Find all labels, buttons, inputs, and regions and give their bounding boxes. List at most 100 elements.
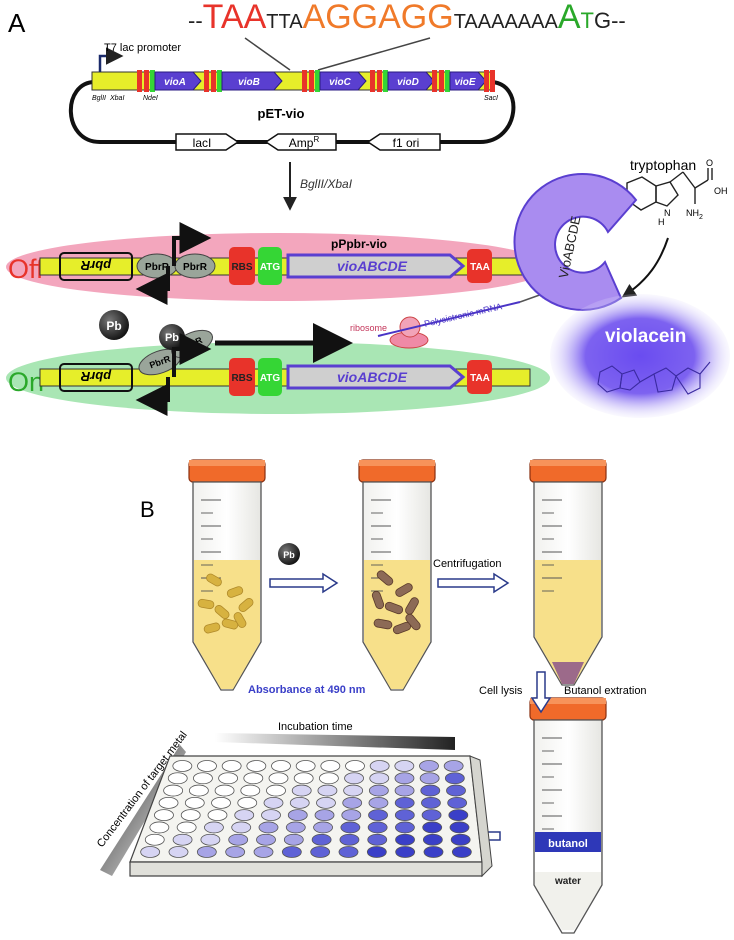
plate-well xyxy=(268,772,289,785)
plate-well xyxy=(394,760,415,772)
rbs-box xyxy=(370,70,375,92)
plate-well xyxy=(421,796,441,809)
process-arrow xyxy=(269,572,339,594)
atg-box xyxy=(445,70,450,92)
t7-promoter-arrow xyxy=(98,47,124,72)
bacterium xyxy=(238,598,254,612)
gene-label-vioD: vioD xyxy=(397,77,419,88)
ampr-label-sup: R xyxy=(313,135,319,144)
reverse-promoter-arrow xyxy=(135,377,170,416)
tryptophan-label: tryptophan xyxy=(630,157,696,173)
plate-well xyxy=(172,760,193,772)
gene-arrow xyxy=(449,71,487,91)
trp-nh: N xyxy=(664,208,671,218)
plate-well xyxy=(196,846,217,858)
plate-well xyxy=(367,821,388,834)
plate-well xyxy=(394,796,415,809)
rbs-sequence: --TAATTAAGGAGGTAAAAAAAATG-- xyxy=(188,0,626,36)
trp-oh: OH xyxy=(714,186,728,196)
site-ndei: NdeI xyxy=(143,95,158,102)
zoom-line-right xyxy=(317,37,431,71)
plate-well xyxy=(295,760,316,772)
water-layer xyxy=(535,852,601,872)
plate-well xyxy=(339,833,360,846)
ribosome-label: ribosome xyxy=(350,323,387,333)
gene-arrow xyxy=(154,71,202,91)
promoter-label: T7 lac promoter xyxy=(104,42,181,54)
gene-label-vioA: vioA xyxy=(164,77,186,88)
seq-part-5: A xyxy=(558,0,581,36)
plate-well xyxy=(443,760,464,772)
plate-well xyxy=(158,796,179,809)
bacterium xyxy=(376,570,394,586)
plate-well xyxy=(366,846,387,858)
rbs-box xyxy=(137,70,142,92)
plate-well xyxy=(172,833,193,846)
reverse-promoter-arrow xyxy=(135,266,170,305)
rbs-element xyxy=(229,247,255,285)
plate-well xyxy=(317,784,338,797)
plate-well xyxy=(231,821,252,834)
cell-lysis-label: Cell lysis xyxy=(479,685,523,697)
panel-a-label: A xyxy=(8,8,26,38)
bacterium xyxy=(373,618,393,630)
trp-h: H xyxy=(658,217,665,227)
plate-well xyxy=(419,772,440,785)
bacterium xyxy=(226,586,244,598)
plate-well xyxy=(167,772,188,785)
plate-side xyxy=(129,861,483,877)
tube-cap-rim xyxy=(189,460,265,466)
violacein-structure xyxy=(597,361,711,395)
pbrr-gene-label: pbrR xyxy=(80,258,112,273)
plate-well xyxy=(446,784,466,797)
seq-part-4: TAAAAAAA xyxy=(454,11,559,33)
site-saci: SacI xyxy=(484,95,498,102)
seq-part-3: AGGAGG xyxy=(303,0,454,36)
plate-well xyxy=(394,784,415,797)
trp-o: O xyxy=(706,158,713,168)
operon-label: vioABCDE xyxy=(337,369,408,385)
rbs-label: RBS xyxy=(231,373,252,384)
pb-ion-label: Pb xyxy=(106,319,121,333)
plate-well xyxy=(394,772,415,785)
plate-well xyxy=(256,833,276,846)
plate-well xyxy=(253,846,274,858)
plate-well xyxy=(234,809,255,822)
plate-well xyxy=(193,772,213,785)
tryptophan-structure xyxy=(626,168,713,211)
stop-codon xyxy=(467,249,492,283)
plate-well xyxy=(395,846,416,858)
atg-label: ATG xyxy=(260,373,281,384)
zoom-line-left xyxy=(244,37,291,71)
plate-well xyxy=(422,833,443,846)
plate-well xyxy=(266,784,286,797)
plate-top xyxy=(129,755,483,863)
tube-cap-rim xyxy=(530,460,606,466)
panel-b-label: B xyxy=(140,497,155,522)
reaction-arrow xyxy=(621,237,669,298)
plate-well xyxy=(289,796,310,809)
rbs-box xyxy=(309,70,314,92)
plate-well xyxy=(420,784,441,797)
operon-label: vioABCDE xyxy=(337,258,408,274)
bacterium xyxy=(214,605,230,619)
atg-element xyxy=(258,358,282,396)
plate-well xyxy=(368,796,389,809)
rbs-box xyxy=(204,70,209,92)
atg-box xyxy=(315,70,320,92)
stop-box xyxy=(484,70,489,92)
plate-well xyxy=(240,784,261,797)
plate-well xyxy=(369,772,390,785)
site-xbai: XbaI xyxy=(109,95,124,102)
plate-well xyxy=(421,809,442,822)
pbrr-protein-label: PbrR xyxy=(183,262,208,273)
bacterium xyxy=(197,598,215,610)
plate-well xyxy=(283,833,304,846)
forward-promoter-arrow xyxy=(172,333,212,377)
plate-well xyxy=(394,809,415,822)
plasmid-name: pET-vio xyxy=(258,106,305,121)
plate-well xyxy=(140,846,161,858)
plate-well xyxy=(168,846,189,858)
plate-well xyxy=(318,772,339,785)
